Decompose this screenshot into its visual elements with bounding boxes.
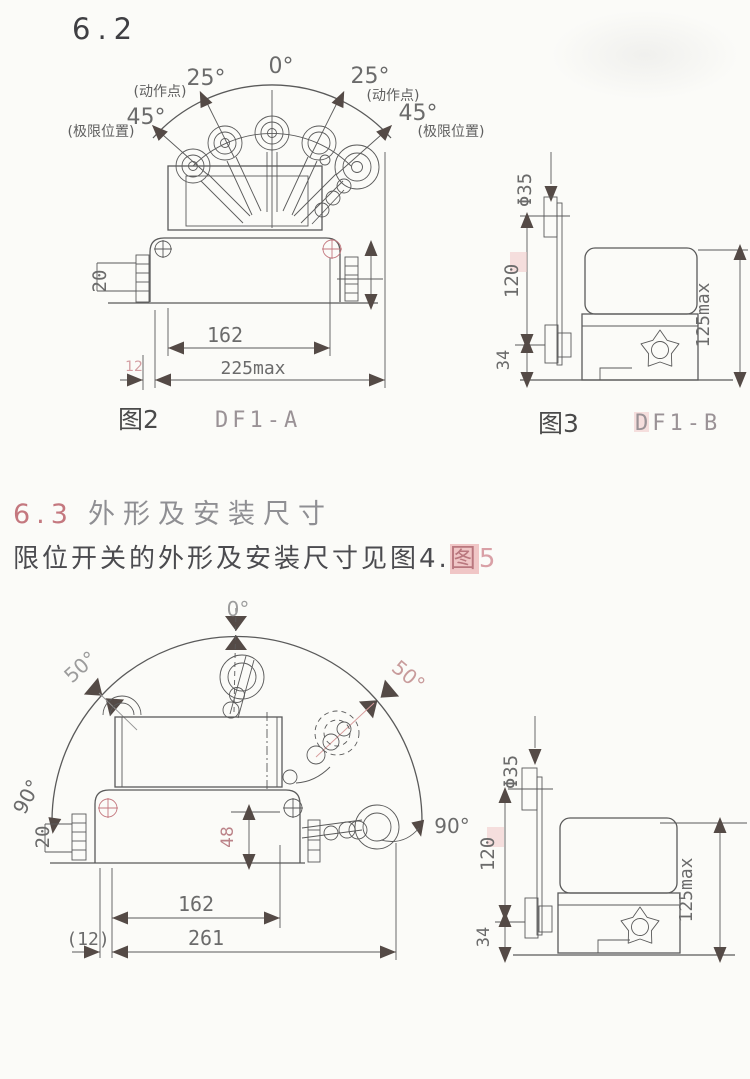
fig4-roller-lever-right bbox=[301, 804, 400, 863]
fig4-lever-dashed bbox=[282, 710, 360, 785]
fig5-dim-phi35: Φ35 bbox=[500, 755, 522, 789]
fig4-angle-0: 0° bbox=[227, 597, 250, 621]
fig2-caption-number: 图2 bbox=[118, 405, 159, 434]
fig2-screw-left bbox=[154, 240, 172, 258]
figure2-df1a-drawing: 0° 25° 25° (动作点) (动作点) 45° 45° (极限位置) (极… bbox=[68, 54, 485, 434]
fig5-gear-knob bbox=[620, 906, 660, 944]
fig3-dimensions bbox=[520, 212, 748, 388]
fig3-dim-phi35: Φ35 bbox=[514, 173, 536, 207]
fig4-angle-arc bbox=[51, 635, 423, 824]
figure3-df1b-drawing: Φ35 120 34 125max 图3 DF1-B bbox=[494, 152, 748, 438]
fig2-limit-pos-label-left: (极限位置) bbox=[68, 124, 135, 140]
fig3-dim-125max: 125max bbox=[693, 282, 714, 347]
fig2-angle-45-right: 45° bbox=[399, 101, 438, 126]
fig4-switch-body bbox=[44, 695, 400, 870]
fig2-dim-20: 20 bbox=[89, 270, 111, 293]
fig2-angle-25-left: 25° bbox=[187, 66, 226, 91]
fig2-action-point-label-right: (动作点) bbox=[367, 88, 420, 104]
fig2-switch-body bbox=[96, 165, 383, 310]
fig2-rollers bbox=[175, 115, 380, 225]
fig4-angle-90-left: 90° bbox=[8, 775, 46, 818]
fig4-angle-90-right: 90° bbox=[434, 814, 469, 838]
fig4-dim-48: 48 bbox=[218, 826, 238, 848]
fig4-dimensions bbox=[72, 843, 397, 960]
fig3-switch-body bbox=[515, 247, 733, 381]
fig5-dim-125max: 125max bbox=[676, 857, 697, 922]
figure5-ref-char: 图 bbox=[449, 544, 479, 574]
body-text: 限位开关的外形及安装尺寸见图4. bbox=[13, 544, 450, 574]
fig4-screw-right bbox=[283, 798, 303, 818]
fig4-screw-left bbox=[98, 798, 118, 818]
fig2-angle-45-left: 45° bbox=[127, 105, 166, 130]
fig3-dim-34: 34 bbox=[494, 350, 514, 370]
fig3-dim-120: 120 bbox=[501, 264, 523, 298]
scan-artifact bbox=[487, 827, 504, 847]
fig5-dim-34: 34 bbox=[474, 927, 494, 947]
fig5-roller-lever bbox=[508, 716, 553, 936]
fig2-limit-pos-label-right: (极限位置) bbox=[418, 124, 485, 140]
fig2-screw-right bbox=[322, 239, 342, 259]
fig2-caption-model: DF1-A bbox=[215, 408, 301, 433]
fig2-action-point-label-left: (动作点) bbox=[134, 84, 187, 100]
fig4-lever-center bbox=[219, 654, 265, 719]
figure5-ref-num: 5 bbox=[478, 544, 499, 574]
scan-artifact bbox=[510, 252, 527, 272]
scan-ghosting bbox=[550, 10, 740, 100]
figure5-df1b-drawing: Φ35 120 34 125max bbox=[474, 716, 747, 963]
fig2-spline-shaft-left bbox=[96, 254, 150, 303]
section-heading-6-3: 6.3 外形及安装尺寸 bbox=[13, 492, 333, 531]
fig2-dimensions bbox=[120, 152, 386, 390]
fig2-dim-12: 12 bbox=[125, 359, 143, 375]
scan-artifact bbox=[634, 412, 649, 432]
fig5-dimensions bbox=[498, 787, 747, 963]
fig4-spline-shaft-left bbox=[44, 813, 87, 861]
fig3-caption-number: 图3 bbox=[538, 409, 579, 438]
fig2-angle-arc bbox=[152, 84, 392, 139]
fig4-dim-261: 261 bbox=[188, 926, 224, 950]
section-title-6-3: 外形及安装尺寸 bbox=[87, 499, 333, 530]
fig2-spline-shaft-right bbox=[337, 256, 383, 302]
fig4-dim-162: 162 bbox=[178, 892, 214, 916]
fig2-dim-225max: 225max bbox=[220, 358, 285, 379]
fig5-dim-120: 120 bbox=[477, 837, 499, 871]
fig3-caption-model: DF1-B bbox=[635, 411, 721, 436]
figure4-df1a-drawing: 0° 50° 50° 90° 90° 20 48 162 (12) 261 bbox=[8, 597, 470, 960]
fig2-angle-25-right: 25° bbox=[351, 64, 390, 89]
fig4-dim-12: (12) bbox=[66, 929, 109, 950]
fig5-switch-body bbox=[495, 817, 735, 956]
fig2-angle-0: 0° bbox=[269, 54, 294, 79]
fig3-gear-knob bbox=[640, 329, 680, 367]
fig4-dim-20: 20 bbox=[32, 826, 54, 849]
fig2-lever-positions bbox=[200, 152, 344, 224]
section-number-6-3: 6.3 bbox=[13, 499, 74, 530]
section-number-6-2: 6.2 bbox=[72, 12, 140, 46]
body-text-line: 限位开关的外形及安装尺寸见图4.图5 bbox=[13, 538, 498, 575]
fig2-dim-162: 162 bbox=[207, 323, 243, 347]
